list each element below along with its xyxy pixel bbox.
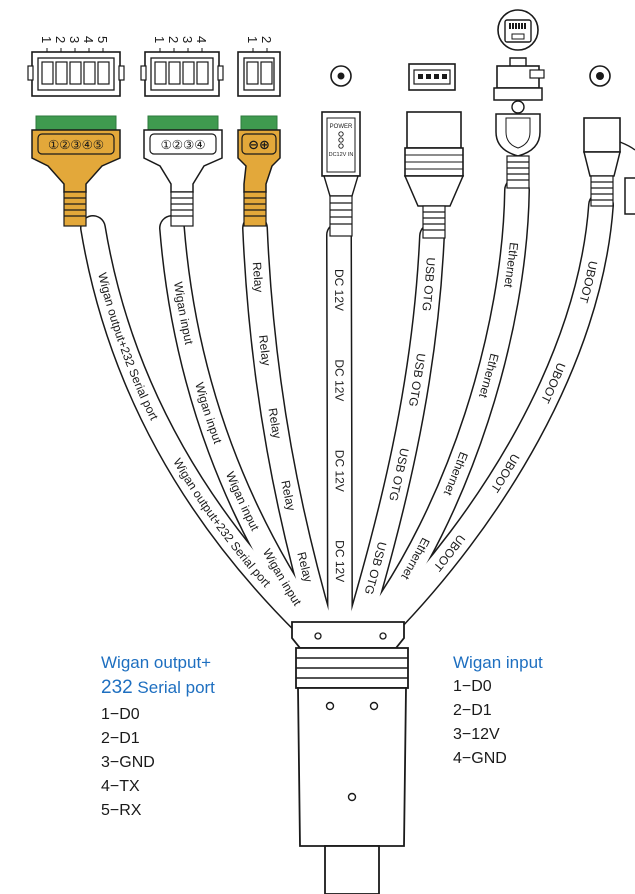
- terminal-face-4pin: ①②③④: [161, 137, 206, 152]
- cable-label-relay: Relay: [250, 261, 266, 292]
- cable-label-dc12v: DC 12V: [332, 359, 346, 401]
- pin-definition: 1−D0: [101, 706, 140, 723]
- cable-label-text: Wigan output+232 Serial port: [95, 271, 161, 423]
- cable-label-dc12v: DC 12V: [333, 540, 347, 582]
- cable-label-text: Relay: [250, 261, 266, 292]
- pin-number: 5: [95, 36, 110, 43]
- cable-label-relay: Relay: [278, 479, 298, 512]
- pin-number: 2: [166, 36, 181, 43]
- pin-number: 3: [180, 36, 195, 43]
- pin-number: 3: [67, 36, 82, 43]
- cable-label-text: USB OTG: [419, 257, 437, 312]
- cable-label-text: Relay: [256, 334, 273, 366]
- pin-definition: 2−D1: [453, 702, 492, 719]
- ethernet-connector: [493, 9, 545, 189]
- cable-label-text: DC 12V: [333, 540, 347, 582]
- cable-hub: [291, 621, 409, 894]
- cable-label-dc12v: DC 12V: [333, 450, 347, 492]
- legend-title: Wigan input: [453, 653, 543, 672]
- pin-definition: 3−12V: [453, 726, 500, 743]
- pin-definition: 3−GND: [101, 754, 155, 771]
- cable-label-ethernet: Ethernet: [501, 242, 521, 289]
- pin-number: 4: [81, 36, 96, 43]
- polarity-icon: [338, 131, 344, 149]
- terminal-connector-5pin: 1 2 3 4 5 ①②③④⑤: [27, 36, 125, 227]
- terminal-connector-4pin: 1 2 3 4 ①②③④: [140, 36, 224, 227]
- terminal-face-5pin: ①②③④⑤: [48, 137, 104, 152]
- dc-power-jack: POWER DC12V IN: [321, 65, 361, 237]
- cable-label-text: Relay: [266, 407, 285, 440]
- pin-definition: 5−RX: [101, 802, 142, 819]
- pin-definition: 4−TX: [101, 778, 140, 795]
- pin-definition: 1−D0: [453, 678, 492, 695]
- uboot-connector: [583, 65, 635, 215]
- cable-label-usb-otg: USB OTG: [419, 257, 437, 312]
- legend-title: Wigan output+: [101, 653, 212, 672]
- pin-definition: 2−D1: [101, 730, 140, 747]
- pin-number: 1: [245, 36, 260, 43]
- cable-label-text: DC 12V: [332, 359, 346, 401]
- pin-number: 2: [53, 36, 68, 43]
- cable-label-text: DC 12V: [332, 269, 346, 311]
- cable-label-relay: Relay: [256, 334, 273, 366]
- cable-label-text: Ethernet: [501, 242, 521, 289]
- usb-connector: [403, 63, 465, 239]
- cable-label-dc12v: DC 12V: [332, 269, 346, 311]
- terminal-face-2pin: ⊖⊕: [248, 138, 270, 153]
- legend-wigan-input: Wigan input 1−D0 2−D1 3−12V 4−GND: [453, 650, 543, 771]
- cable-bodies: [93, 190, 601, 630]
- cable-label-text: Relay: [278, 479, 298, 512]
- pin-number: 1: [152, 36, 167, 43]
- cable-label-wigan-output: Wigan output+232 Serial port: [95, 271, 161, 423]
- power-jack-label: POWER: [330, 124, 353, 130]
- cable-label-text: DC 12V: [333, 450, 347, 492]
- cable-label-relay: Relay: [266, 407, 285, 440]
- pin-number: 1: [39, 36, 54, 43]
- legend-title-line2: 232 Serial port: [101, 677, 215, 698]
- pin-number: 4: [194, 36, 209, 43]
- terminal-connector-2pin: 1 2 ⊖⊕: [237, 36, 281, 227]
- pin-definition: 4−GND: [453, 750, 507, 767]
- power-jack-spec: DC12V IN: [329, 152, 354, 158]
- pin-number: 2: [259, 36, 274, 43]
- legend-wigan-output: Wigan output+ 232 Serial port 1−D0 2−D1 …: [101, 650, 215, 823]
